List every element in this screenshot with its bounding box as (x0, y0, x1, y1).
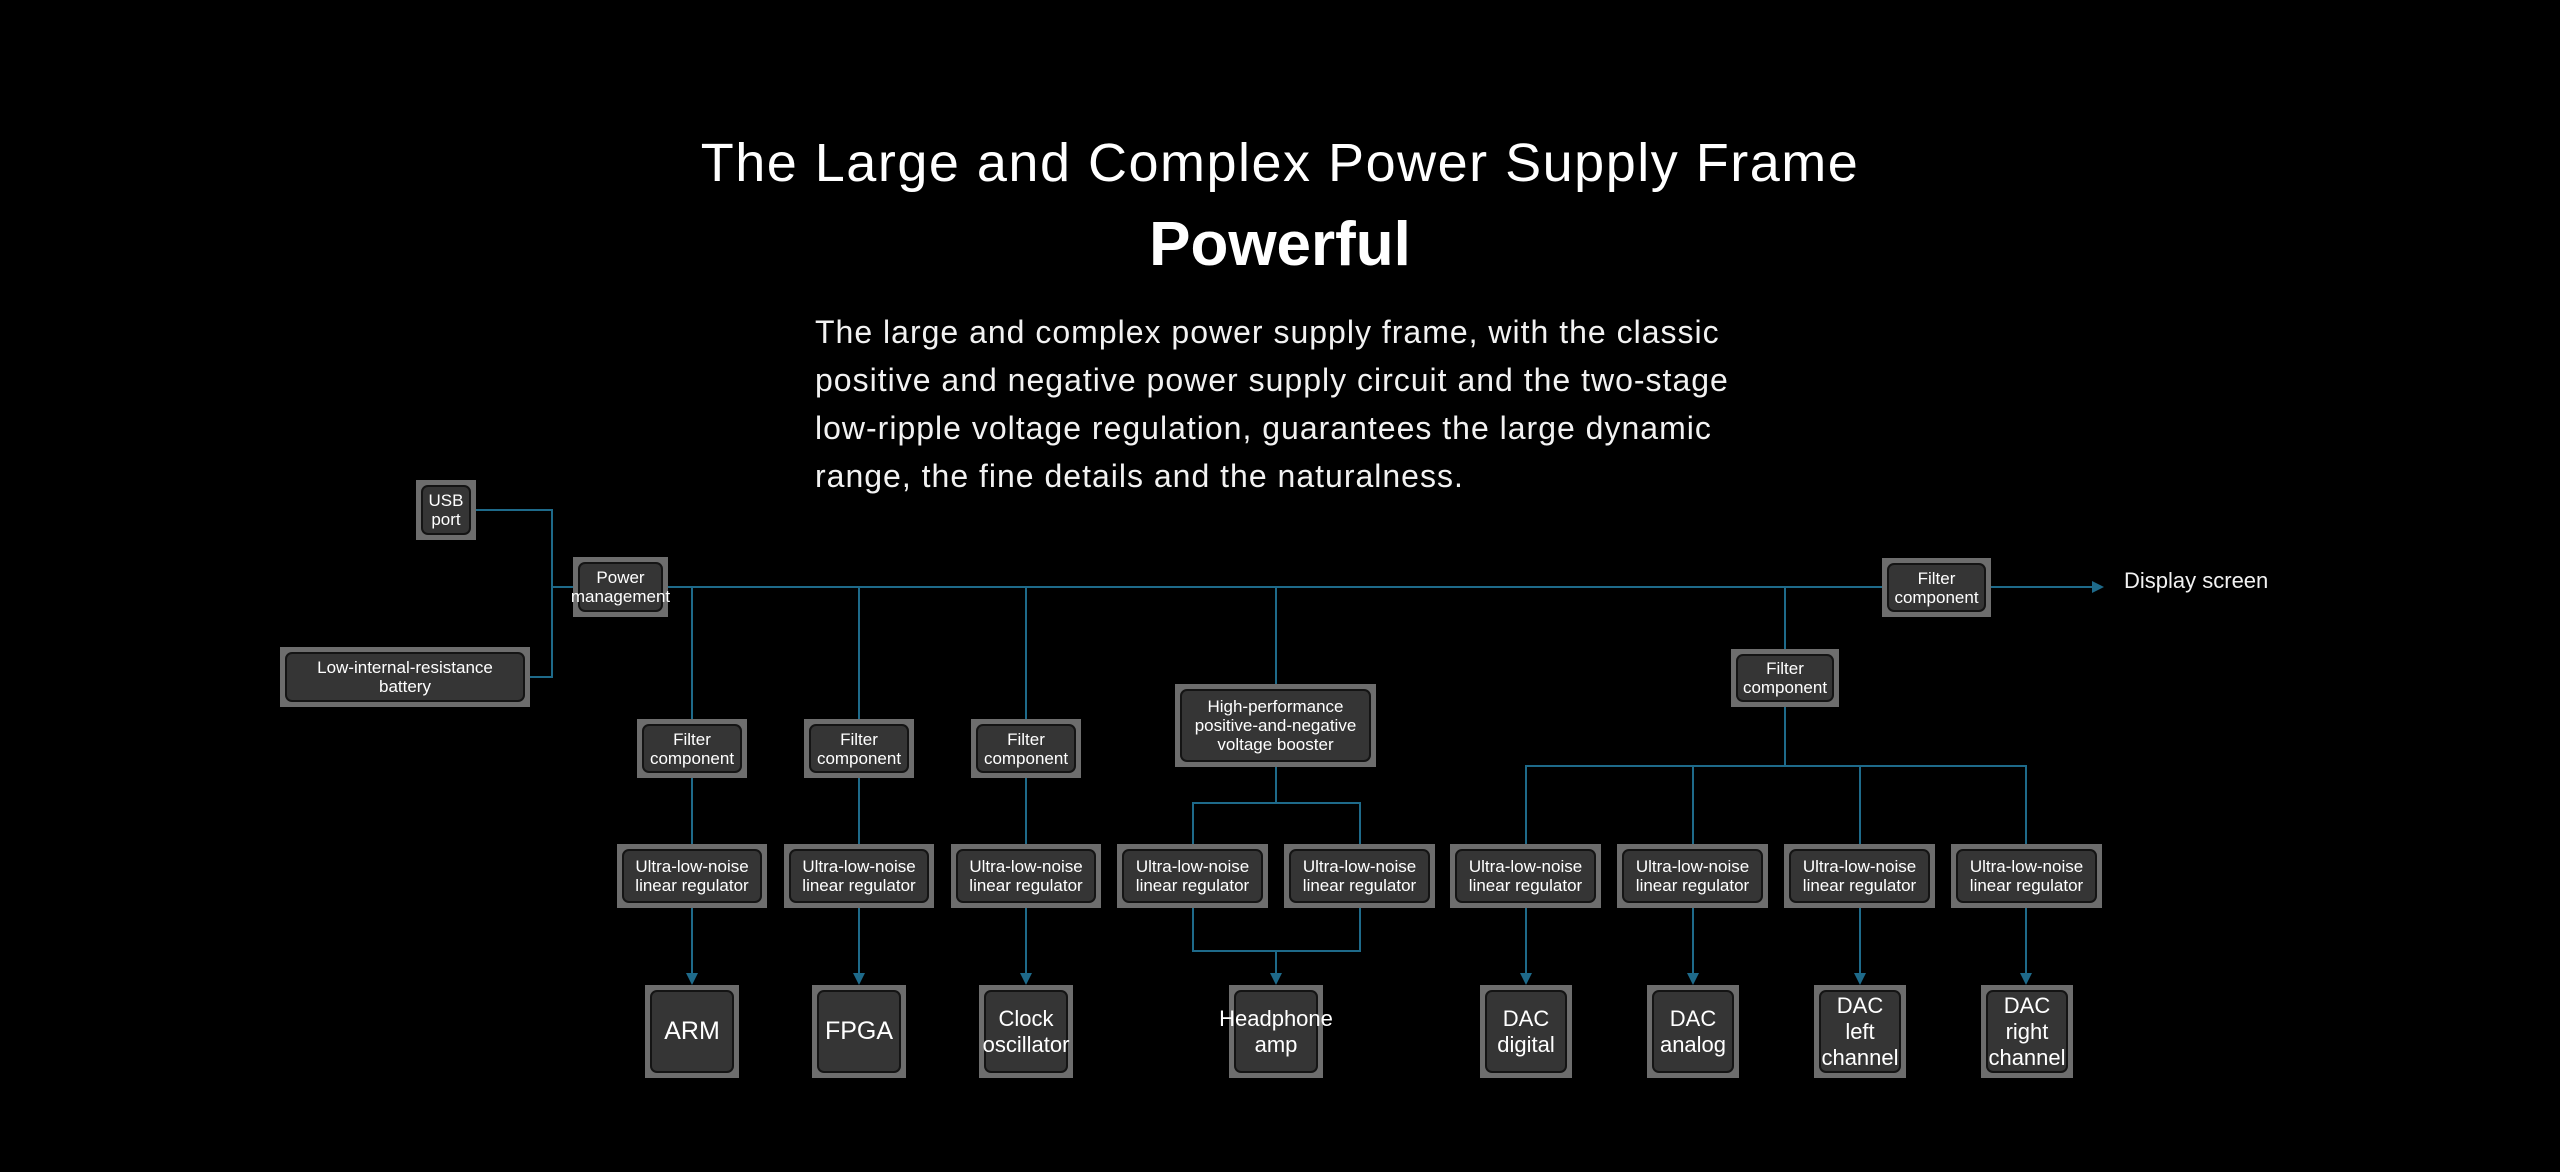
branch-filter-label: Filter component (976, 724, 1076, 773)
regulator-label: Ultra-low-noise linear regulator (1622, 849, 1763, 903)
headphone-amp-label: Headphone amp (1219, 990, 1333, 1073)
dac-filter-label: Filter component (1736, 654, 1834, 702)
regulator-label: Ultra-low-noise linear regulator (1455, 849, 1596, 903)
regulator-box: Ultra-low-noise linear regulator (1450, 844, 1601, 908)
regulator-box: Ultra-low-noise linear regulator (1784, 844, 1935, 908)
branch-filter-box: Filter component (971, 719, 1081, 778)
fpga-box: FPGA (812, 985, 906, 1078)
connector-usb-battery (476, 509, 553, 678)
display-filter-label: Filter component (1887, 563, 1986, 612)
regulator-box: Ultra-low-noise linear regulator (784, 844, 934, 908)
headphone-amp-box: Headphone amp (1219, 985, 1333, 1078)
regulator-label: Ultra-low-noise linear regulator (1122, 849, 1263, 903)
fpga-label: FPGA (817, 990, 901, 1073)
dac-left-channel-label: DAC left channel (1819, 990, 1901, 1073)
battery-box: Low-internal-resistance battery (280, 647, 530, 707)
usb-port-box: USB port (416, 480, 476, 540)
voltage-booster-box: High-performance positive-and-negative v… (1175, 684, 1376, 767)
branch-filter-label: Filter component (642, 724, 742, 773)
dac-right-channel-label: DAC right channel (1986, 990, 2068, 1073)
dac-digital-box: DAC digital (1480, 985, 1572, 1078)
regulator-label: Ultra-low-noise linear regulator (789, 849, 929, 903)
display-filter-box: Filter component (1882, 558, 1991, 617)
regulator-box: Ultra-low-noise linear regulator (1951, 844, 2102, 908)
regulator-box: Ultra-low-noise linear regulator (617, 844, 767, 908)
regulator-label: Ultra-low-noise linear regulator (622, 849, 762, 903)
description-text: The large and complex power supply frame… (815, 314, 1729, 494)
dac-analog-box: DAC analog (1647, 985, 1739, 1078)
dac-filter-box: Filter component (1731, 649, 1839, 707)
branch-filter-box: Filter component (804, 719, 914, 778)
regulator-box: Ultra-low-noise linear regulator (1617, 844, 1768, 908)
clock-oscillator-label: Clock oscillator (983, 990, 1069, 1073)
regulator-box: Ultra-low-noise linear regulator (1284, 844, 1435, 908)
arm-box: ARM (645, 985, 739, 1078)
regulator-box: Ultra-low-noise linear regulator (951, 844, 1101, 908)
page-subtitle: Powerful (1149, 210, 1411, 279)
connector-booster-regulators (1192, 767, 1361, 844)
power-management-box: Power management (571, 557, 670, 617)
power-management-label: Power management (571, 562, 670, 612)
branch-filter-label: Filter component (809, 724, 909, 773)
regulator-label: Ultra-low-noise linear regulator (1956, 849, 2097, 903)
connector-dac-filter-regulators (1525, 707, 2027, 844)
regulator-label: Ultra-low-noise linear regulator (956, 849, 1096, 903)
dac-analog-label: DAC analog (1652, 990, 1734, 1073)
usb-port-label: USB port (421, 485, 471, 535)
connector-regulators-merge (1192, 908, 1361, 952)
display-screen-label: Display screen (2124, 568, 2269, 593)
regulator-label: Ultra-low-noise linear regulator (1789, 849, 1930, 903)
clock-oscillator-box: Clock oscillator (979, 985, 1073, 1078)
dac-left-channel-box: DAC left channel (1814, 985, 1906, 1078)
dac-right-channel-box: DAC right channel (1981, 985, 2073, 1078)
dac-digital-label: DAC digital (1485, 990, 1567, 1073)
branch-filter-box: Filter component (637, 719, 747, 778)
regulator-label: Ultra-low-noise linear regulator (1289, 849, 1430, 903)
page-title: The Large and Complex Power Supply Frame (700, 133, 1860, 193)
battery-label: Low-internal-resistance battery (285, 652, 525, 702)
regulator-box: Ultra-low-noise linear regulator (1117, 844, 1268, 908)
arm-label: ARM (650, 990, 734, 1073)
voltage-booster-label: High-performance positive-and-negative v… (1180, 689, 1371, 762)
